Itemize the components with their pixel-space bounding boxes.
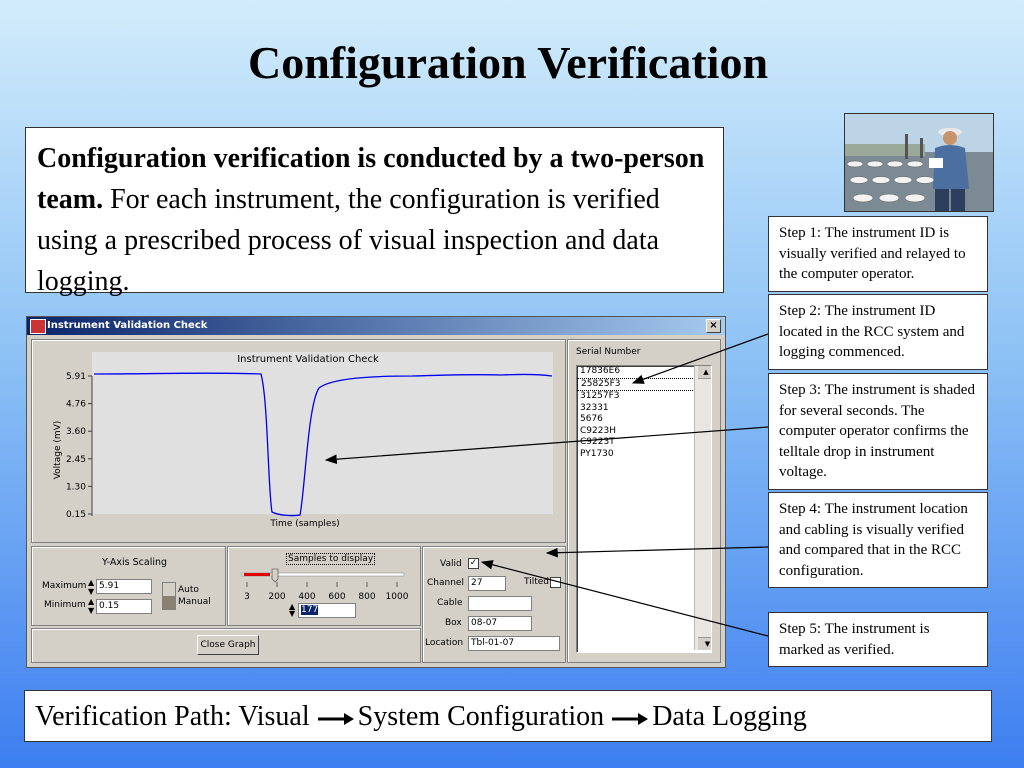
y-tick-label: 5.91	[66, 372, 86, 382]
y-tick-label: 4.76	[66, 400, 86, 410]
valid-label: Valid	[440, 559, 462, 569]
close-graph-button[interactable]: Close Graph	[197, 635, 259, 655]
samples-to-display-label: Samples to display	[286, 553, 376, 565]
step-3-box: Step 3: The instrument is shaded for sev…	[768, 373, 988, 490]
list-item[interactable]: 5676	[580, 414, 603, 424]
slider-tick: 1000	[386, 592, 409, 602]
list-item[interactable]: 31257F3	[580, 391, 620, 401]
box-input[interactable]: 08-07	[468, 616, 532, 631]
auto-manual-switch[interactable]	[162, 582, 176, 610]
list-item[interactable]: C9223T	[580, 437, 615, 447]
step-2-box: Step 2: The instrument ID located in the…	[768, 294, 988, 370]
box-label: Box	[445, 618, 462, 628]
window-titlebar[interactable]: Instrument Validation Check ×	[27, 317, 725, 335]
serial-number-label: Serial Number	[576, 347, 641, 357]
step-4-box: Step 4: The instrument location and cabl…	[768, 492, 988, 588]
slider-tick: 3	[244, 592, 250, 602]
intro-bold-text: Configuration verification is conducted …	[37, 143, 705, 215]
list-item[interactable]: PY1730	[580, 448, 614, 459]
channel-input[interactable]: 27	[468, 576, 506, 591]
y-tick-label: 0.15	[66, 510, 86, 520]
maximum-stepper-icon[interactable]: ▲▼	[88, 578, 95, 596]
path-step-system: System Configuration	[357, 701, 605, 732]
graph-panel: Instrument Validation Check Time (sample…	[31, 339, 566, 543]
y-tick-label: 1.30	[66, 482, 86, 492]
list-scrollbar[interactable]: ▲ ▼	[694, 366, 711, 650]
y-tick-label: 2.45	[66, 455, 86, 465]
arrow-right-icon	[317, 712, 354, 725]
slider-tick: 600	[328, 592, 345, 602]
list-item[interactable]: 17836E6	[580, 366, 621, 376]
list-item[interactable]: C9223H	[580, 425, 616, 436]
app-icon	[30, 319, 46, 334]
intro-box: Configuration verification is conducted …	[25, 127, 724, 297]
y-tick-label: 3.60	[66, 427, 86, 437]
field-photo	[844, 113, 994, 212]
arrow-right-icon	[612, 712, 649, 725]
location-label: Location	[425, 638, 464, 648]
close-graph-panel: Close Graph	[31, 628, 421, 663]
close-window-button[interactable]: ×	[706, 319, 721, 333]
voltage-trace	[93, 372, 553, 517]
samples-value: 177	[301, 605, 319, 615]
channel-label: Channel	[427, 578, 464, 588]
serial-number-panel: Serial Number 17836E6 25825F3 31257F3 32…	[567, 339, 721, 663]
tilted-checkbox[interactable]	[550, 577, 561, 588]
y-axis-scaling-panel: Y-Axis Scaling Maximum ▲▼ 5.91 Minimum ▲…	[31, 546, 226, 626]
slide-title: Configuration Verification	[247, 37, 769, 88]
plot-area	[92, 352, 553, 514]
graph-ylabel: Voltage (mV)	[53, 421, 63, 480]
voltage-graph: Instrument Validation Check Time (sample…	[53, 352, 553, 529]
cable-label: Cable	[437, 598, 463, 608]
verification-path-box: Verification Path: Visual System Configur…	[24, 690, 992, 742]
samples-slider[interactable]: 3 200 400 600 800 1000	[228, 565, 420, 605]
graph-title: Instrument Validation Check	[237, 354, 379, 365]
cable-input[interactable]	[468, 596, 532, 611]
scroll-up-icon[interactable]: ▲	[698, 366, 711, 379]
minimum-label: Minimum	[44, 600, 86, 610]
list-item-selected[interactable]: 25825F3	[577, 377, 695, 391]
instrument-details-panel: Valid ✓ Channel 27 Tilted Cable Box 08-0…	[422, 546, 566, 663]
samples-panel: Samples to display 3 200 400 600 800 100…	[227, 546, 421, 626]
graph-xlabel: Time (samples)	[269, 519, 339, 529]
samples-stepper-icon[interactable]: ▲▼	[289, 602, 296, 618]
path-step-logging: Data Logging	[652, 701, 807, 732]
slider-tick: 400	[298, 592, 315, 602]
slider-tick: 800	[358, 592, 375, 602]
manual-label: Manual	[178, 597, 211, 607]
intro-text: For each instrument, the configuration i…	[37, 184, 660, 297]
slider-tick: 200	[268, 592, 285, 602]
scroll-down-icon[interactable]: ▼	[698, 637, 711, 650]
valid-checkbox[interactable]: ✓	[468, 558, 479, 569]
maximum-label: Maximum	[42, 581, 87, 591]
instrument-validation-window: Instrument Validation Check × Instrument…	[26, 316, 726, 668]
serial-number-list[interactable]: 17836E6 25825F3 31257F3 32331 5676 C9223…	[576, 365, 712, 653]
samples-input[interactable]: 177	[298, 603, 356, 618]
step-5-box: Step 5: The instrument is marked as veri…	[768, 612, 988, 667]
path-prefix: Verification Path: Visual	[35, 701, 310, 732]
y-axis-scaling-title: Y-Axis Scaling	[102, 557, 168, 568]
window-title: Instrument Validation Check	[47, 320, 208, 331]
list-item[interactable]: 32331	[580, 402, 609, 413]
step-1-box: Step 1: The instrument ID is visually ve…	[768, 216, 988, 292]
field-photo-image	[845, 114, 993, 211]
maximum-input[interactable]: 5.91	[96, 579, 152, 594]
tilted-label: Tilted	[524, 577, 550, 587]
auto-label: Auto	[178, 585, 199, 595]
location-input[interactable]: Tbl-01-07	[468, 636, 560, 651]
minimum-stepper-icon[interactable]: ▲▼	[88, 597, 95, 615]
minimum-input[interactable]: 0.15	[96, 599, 152, 614]
